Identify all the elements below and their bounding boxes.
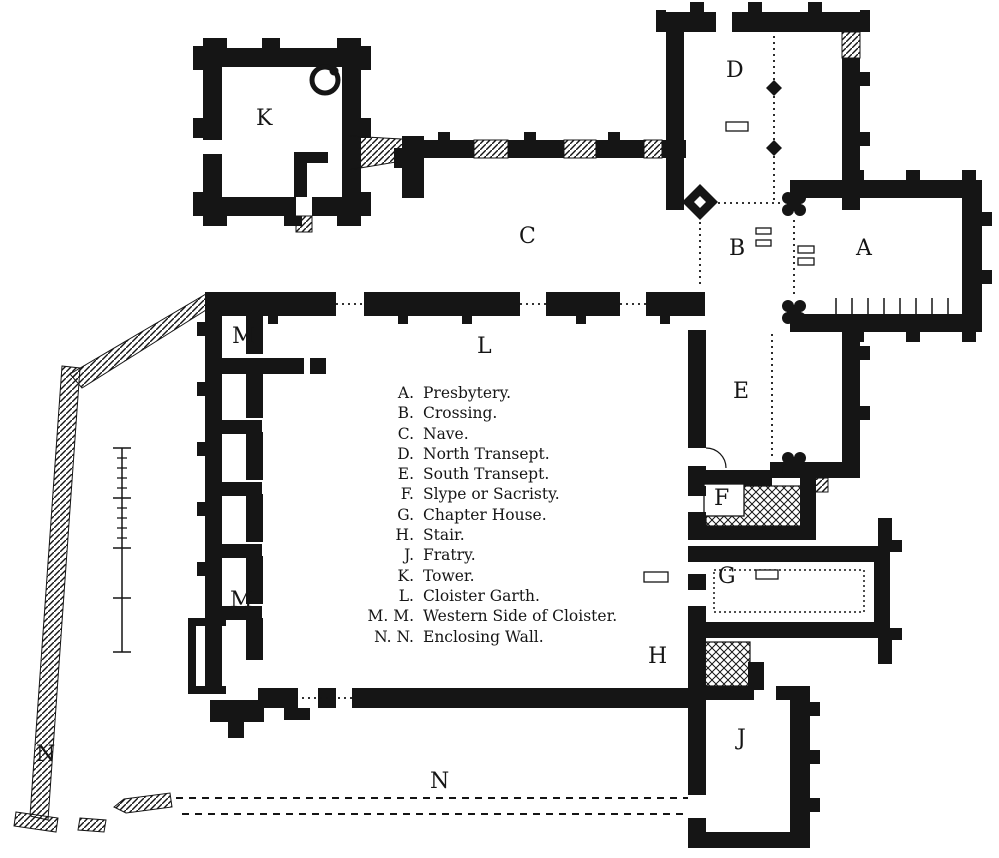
enclosing-wall bbox=[13, 293, 688, 833]
legend-key: C. bbox=[397, 424, 414, 443]
legend-key: B. bbox=[397, 404, 414, 423]
plan-letter-f: F bbox=[714, 486, 731, 511]
legend-label: Stair. bbox=[423, 526, 465, 545]
legend-label: Crossing. bbox=[423, 404, 498, 423]
slype-walls bbox=[688, 470, 816, 540]
legend-row: H. Stair. bbox=[360, 525, 617, 545]
legend: A. Presbytery. B. Crossing. C. Nave. D. Nort… bbox=[360, 383, 617, 647]
south-transept-walls bbox=[688, 330, 870, 493]
legend-key: J. bbox=[404, 546, 414, 565]
legend-label: North Transept. bbox=[423, 444, 550, 463]
plan-letter-m-upper: M bbox=[232, 324, 256, 349]
legend-key: E. bbox=[397, 465, 414, 484]
legend-label: Western Side of Cloister. bbox=[423, 607, 618, 626]
legend-row: K. Tower. bbox=[360, 566, 617, 586]
legend-key: A. bbox=[397, 384, 414, 402]
legend-row: J. Fratry. bbox=[360, 545, 617, 565]
label-box-f bbox=[703, 483, 745, 517]
legend-key: F. bbox=[400, 485, 414, 504]
tomb-slab bbox=[755, 569, 779, 580]
plan-letter-k: K bbox=[256, 106, 274, 131]
legend-row: B. Crossing. bbox=[360, 403, 617, 423]
door-swing bbox=[705, 447, 727, 469]
legend-row: M. M. Western Side of Cloister. bbox=[360, 606, 617, 626]
legend-row: N. N. Enclosing Wall. bbox=[360, 627, 617, 647]
plan-letter-n-south: N bbox=[430, 769, 451, 794]
legend-key: H. bbox=[395, 526, 414, 545]
legend-label: Tower. bbox=[423, 566, 475, 585]
plan-letter-a: A bbox=[856, 236, 873, 261]
fratry-walls bbox=[688, 686, 820, 848]
nave-walls bbox=[394, 132, 686, 198]
stalls bbox=[835, 298, 949, 314]
legend-row: C. Nave. bbox=[360, 424, 617, 444]
stair-walls bbox=[688, 638, 764, 690]
legend-key: M. M. bbox=[367, 607, 414, 626]
legend-row: F. Slype or Sacristy. bbox=[360, 484, 617, 504]
altar-step bbox=[797, 245, 815, 254]
north-transept-walls bbox=[656, 2, 870, 210]
legend-label: Slype or Sacristy. bbox=[423, 485, 560, 504]
legend-row: L. Cloister Garth. bbox=[360, 586, 617, 606]
legend-key: K. bbox=[397, 566, 414, 585]
plan-letter-n-west: N bbox=[36, 742, 57, 767]
presbytery-walls bbox=[790, 170, 992, 342]
stair-hatch bbox=[703, 641, 751, 687]
legend-label: Chapter House. bbox=[423, 505, 547, 524]
plan-letter-h: H bbox=[648, 644, 669, 669]
tomb-slab bbox=[725, 121, 749, 132]
legend-key: G. bbox=[397, 505, 414, 524]
cloister-south-wall bbox=[210, 688, 706, 738]
plan-letter-l: L bbox=[477, 334, 493, 359]
legend-label: Cloister Garth. bbox=[423, 586, 540, 605]
scale-bar bbox=[113, 447, 131, 653]
legend-key: L. bbox=[398, 586, 414, 605]
legend-label: South Transept. bbox=[423, 465, 550, 484]
west-range-walls bbox=[188, 292, 326, 694]
legend-row: A. Presbytery. bbox=[360, 383, 617, 403]
plan-letter-m-lower: M bbox=[230, 588, 254, 613]
legend-label: Presbytery. bbox=[423, 384, 512, 402]
plan-letter-c: C bbox=[519, 224, 537, 249]
legend-key: N. N. bbox=[374, 627, 414, 646]
plan-letter-d: D bbox=[726, 58, 745, 83]
plan-letter-e: E bbox=[733, 379, 751, 404]
legend-row: D. North Transept. bbox=[360, 444, 617, 464]
chapter-house-walls bbox=[643, 518, 902, 664]
altar-step bbox=[797, 257, 815, 266]
bench-line bbox=[713, 569, 865, 613]
annex-walls bbox=[188, 618, 226, 694]
tomb-slab bbox=[643, 571, 669, 583]
legend-key: D. bbox=[397, 444, 414, 463]
legend-label: Enclosing Wall. bbox=[423, 627, 544, 646]
cloister-north-wall bbox=[205, 292, 705, 324]
tower-k-walls bbox=[193, 38, 371, 233]
plan-letter-j: J bbox=[737, 726, 747, 751]
plan-letter-b: B bbox=[729, 236, 747, 261]
legend-label: Nave. bbox=[423, 424, 469, 443]
legend-row: G. Chapter House. bbox=[360, 505, 617, 525]
plan-letter-g: G bbox=[718, 564, 737, 589]
legend-label: Fratry. bbox=[423, 546, 476, 565]
legend-row: E. South Transept. bbox=[360, 464, 617, 484]
